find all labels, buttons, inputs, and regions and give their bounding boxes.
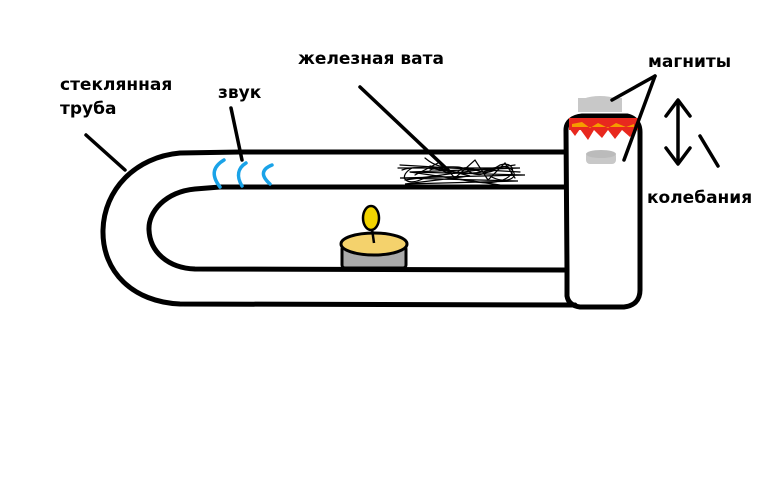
pointer-iron-wool (358, 85, 452, 174)
pointer-magnet-top (610, 74, 657, 102)
label-oscillations: колебания (647, 188, 752, 208)
pointer-magnet-bottom (622, 74, 657, 162)
oscillation-arrow (664, 98, 692, 166)
sound-wave-1 (212, 158, 226, 189)
pointer-glass-tube (84, 133, 127, 172)
candle-flame (361, 204, 381, 232)
magnet-top-body (578, 98, 622, 112)
magnet-assembly (569, 96, 638, 164)
tube-outer-wall (100, 149, 578, 308)
pointer-lines (84, 74, 720, 174)
heated-zone-drips (569, 126, 638, 140)
label-sound: звук (218, 83, 262, 103)
label-magnets: магниты (648, 52, 731, 72)
sound-wave-2 (236, 161, 248, 188)
iron-wool (397, 157, 526, 186)
sound-waves (212, 158, 274, 189)
pointer-oscillations (698, 134, 720, 168)
candle (339, 204, 409, 270)
pointer-sound (229, 106, 244, 162)
candle-wick (370, 228, 376, 244)
tube-inner-wall (146, 184, 570, 273)
label-iron-wool: железная вата (298, 49, 444, 69)
magnet-bottom-cap (586, 150, 616, 158)
candle-top (339, 231, 409, 257)
label-glass-tube-line2: труба (60, 99, 116, 119)
heated-zone-orange (572, 122, 634, 128)
sound-wave-3 (261, 163, 274, 186)
label-glass-tube-line1: стеклянная (60, 75, 172, 95)
